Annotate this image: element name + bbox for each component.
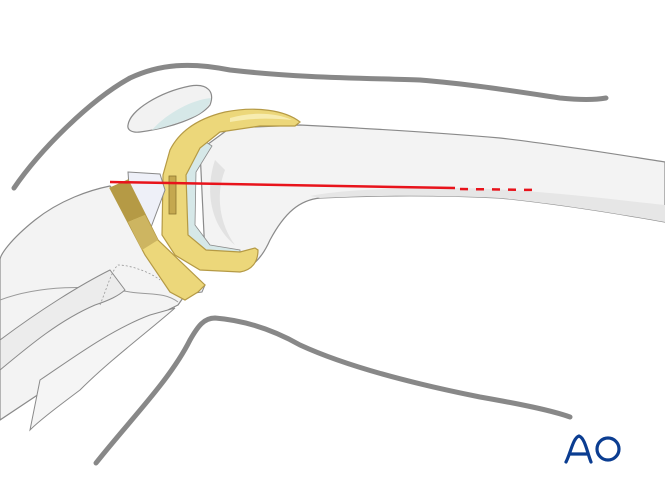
tibial-tray-shade: [110, 180, 145, 222]
ao-logo-a: [564, 434, 593, 464]
axis-line-dashed: [459, 187, 539, 192]
femoral-peg: [168, 175, 177, 215]
ao-logo-o: [595, 436, 621, 462]
fibula: [0, 269, 126, 371]
ao-logo: [564, 434, 621, 464]
patella: [127, 84, 213, 133]
skin-outline-thigh: [11, 62, 609, 191]
femoral-component-highlight: [230, 113, 292, 122]
femur-condyle-shade: [210, 160, 235, 245]
femoral-component: [161, 108, 301, 273]
tibia-lower: [29, 307, 176, 432]
axis-line-solid: [109, 180, 456, 190]
femur-shade: [310, 188, 665, 222]
tibial-tray-mid: [128, 215, 158, 250]
tibial-plateau-dotted: [99, 264, 161, 306]
femur: [199, 124, 665, 271]
skin-outline-calf: [93, 315, 573, 466]
patella-cartilage: [152, 98, 211, 130]
